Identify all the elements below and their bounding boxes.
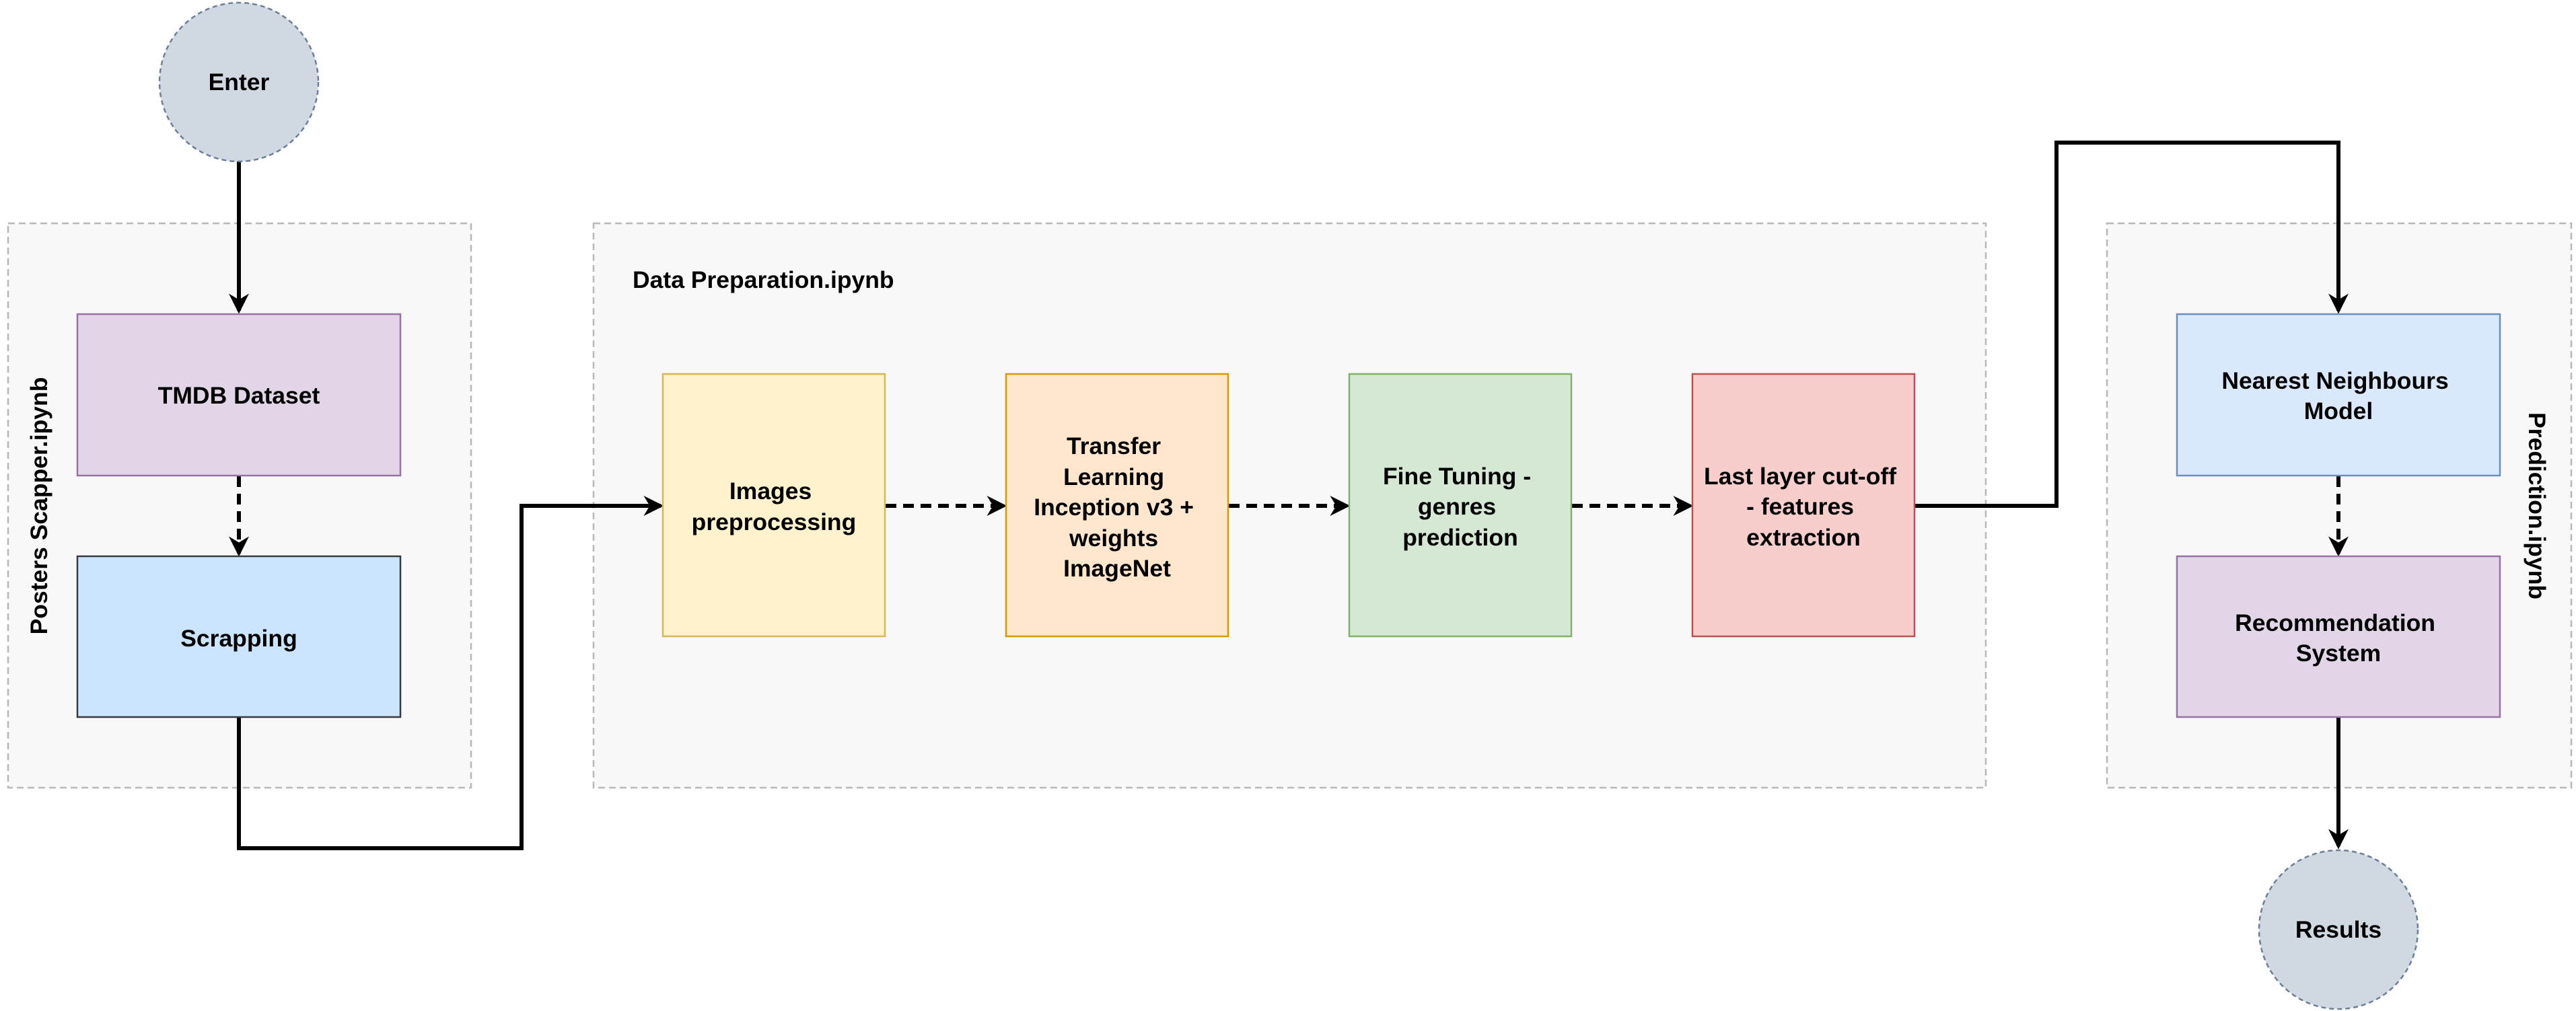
node-results-label: Results	[2295, 916, 2382, 943]
edge-scrapping-to-images	[237, 496, 664, 850]
node-fine-tuning-line: genres	[1418, 493, 1496, 520]
group-title-posters-scrapper: Posters Scapper.ipynb	[26, 377, 52, 635]
node-transfer-learning-label: Transfer Learning Inception v3 + weights…	[1034, 433, 1201, 582]
node-nearest-neighbours-label: Nearest Neighbours Model	[2221, 367, 2455, 424]
group-title-prediction: Prediction.ipynb	[2524, 412, 2550, 599]
node-nearest-neighbours	[2176, 313, 2501, 477]
edge-lastlayer-to-nearest	[1915, 141, 2349, 508]
node-images-preprocessing-line: Images	[729, 478, 812, 504]
node-images-preprocessing-label: Images preprocessing	[692, 478, 857, 535]
node-last-layer	[1691, 373, 1916, 638]
node-last-layer-line: Last layer cut-off	[1704, 463, 1896, 490]
node-recommendation-system-label: Recommendation System	[2235, 609, 2442, 667]
node-last-layer-line: - features	[1746, 493, 1854, 520]
node-enter-label: Enter	[209, 69, 270, 96]
node-recommendation-system	[2176, 555, 2501, 718]
node-fine-tuning	[1348, 373, 1573, 638]
node-scrapping-label: Scrapping	[180, 625, 297, 652]
group-title-data-preparation: Data Preparation.ipynb	[633, 266, 894, 293]
node-transfer-learning-line: weights	[1069, 525, 1158, 552]
node-tmdb-dataset	[76, 313, 402, 477]
node-nearest-neighbours-line: Model	[2304, 398, 2373, 424]
node-transfer-learning	[1005, 373, 1229, 638]
node-fine-tuning-label: Fine Tuning - genres prediction	[1383, 463, 1538, 551]
node-results	[2258, 849, 2419, 1010]
node-last-layer-line: extraction	[1746, 524, 1861, 551]
node-nearest-neighbours-line: Nearest Neighbours	[2221, 367, 2448, 394]
node-fine-tuning-line: Fine Tuning -	[1383, 463, 1531, 490]
node-last-layer-label: Last layer cut-off - features extraction	[1704, 463, 1903, 551]
node-recommendation-system-line: Recommendation	[2235, 609, 2435, 636]
node-transfer-learning-line: Transfer	[1067, 433, 1161, 459]
node-images-preprocessing-line: preprocessing	[692, 509, 857, 535]
node-recommendation-system-line: System	[2296, 640, 2381, 667]
node-tmdb-dataset-label: TMDB Dataset	[158, 382, 320, 409]
node-images-preprocessing	[661, 373, 886, 638]
node-fine-tuning-line: prediction	[1402, 524, 1518, 551]
node-enter	[158, 1, 320, 163]
node-transfer-learning-line: Inception v3 +	[1034, 494, 1194, 521]
node-scrapping	[76, 555, 402, 718]
node-transfer-learning-line: ImageNet	[1063, 555, 1171, 582]
node-transfer-learning-line: Learning	[1063, 463, 1164, 490]
